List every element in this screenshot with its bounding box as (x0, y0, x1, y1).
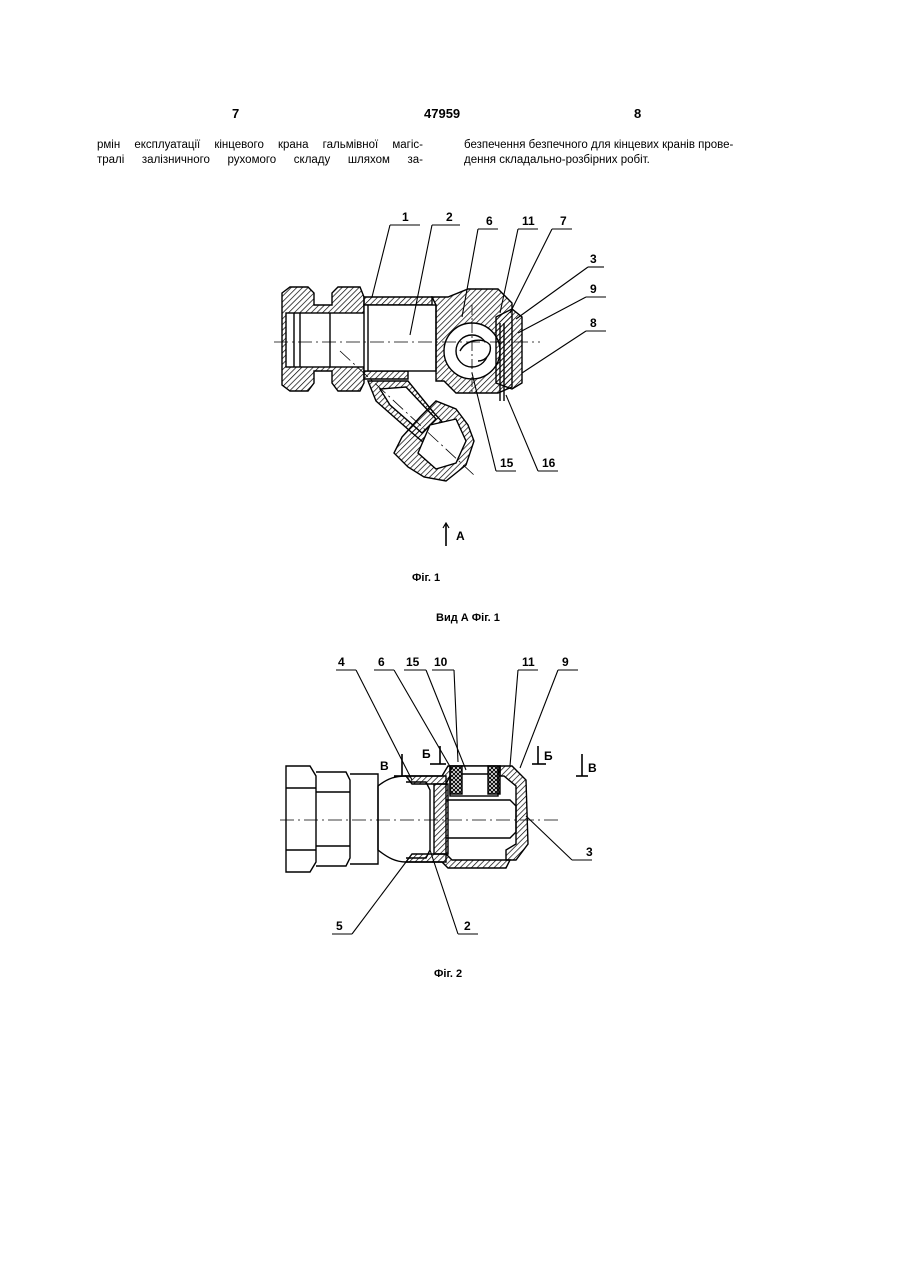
text-line: тралі залізничного рухомого складу шляхо… (97, 153, 423, 168)
callout-label: 9 (590, 282, 597, 296)
section-label: В (380, 759, 389, 773)
callout-label: 15 (406, 655, 420, 669)
text-column-left: рмін експлуатації кінцевого крана гальмі… (97, 138, 423, 168)
callout-label: 8 (590, 316, 597, 330)
callout-label: 6 (378, 655, 385, 669)
callout-label: 10 (434, 655, 448, 669)
callout-label: 3 (590, 252, 597, 266)
text-line: безпечення безпечного для кінцевих крані… (464, 138, 794, 153)
callout-label: 9 (562, 655, 569, 669)
figure-1-caption: Фіг. 1 (412, 572, 440, 584)
text-line: рмін експлуатації кінцевого крана гальмі… (97, 138, 423, 153)
section-label: Б (422, 747, 431, 761)
figure-2-caption: Фіг. 2 (434, 968, 462, 980)
text-line: дення складально-розбірних робіт. (464, 153, 794, 168)
callout-label: 15 (500, 456, 514, 470)
document-number: 47959 (424, 106, 460, 121)
callout-label: 1 (402, 210, 409, 224)
section-label: Б (544, 749, 553, 763)
callout-label: 5 (336, 919, 343, 933)
view-a-caption: Вид А Фіг. 1 (436, 612, 500, 624)
callout-label: 11 (522, 214, 535, 228)
view-arrow-label: A (456, 529, 465, 543)
callout-label: 4 (338, 655, 345, 669)
page-number-right: 8 (634, 106, 641, 121)
callout-label: 7 (560, 214, 567, 228)
callout-label: 16 (542, 456, 556, 470)
callout-label: 2 (464, 919, 471, 933)
callout-label: 2 (446, 210, 453, 224)
callout-label: 3 (586, 845, 593, 859)
callout-label: 6 (486, 214, 493, 228)
figure-2-drawing: 4 6 15 10 11 9 3 5 2 Б Б В В (270, 650, 630, 945)
callout-label: 11 (522, 655, 535, 669)
section-label: В (588, 761, 597, 775)
view-arrow-a: A (440, 522, 480, 548)
text-column-right: безпечення безпечного для кінцевих крані… (464, 138, 794, 168)
page-number-left: 7 (232, 106, 239, 121)
figure-1-drawing: 1 2 6 11 7 3 9 8 15 16 (260, 205, 620, 495)
